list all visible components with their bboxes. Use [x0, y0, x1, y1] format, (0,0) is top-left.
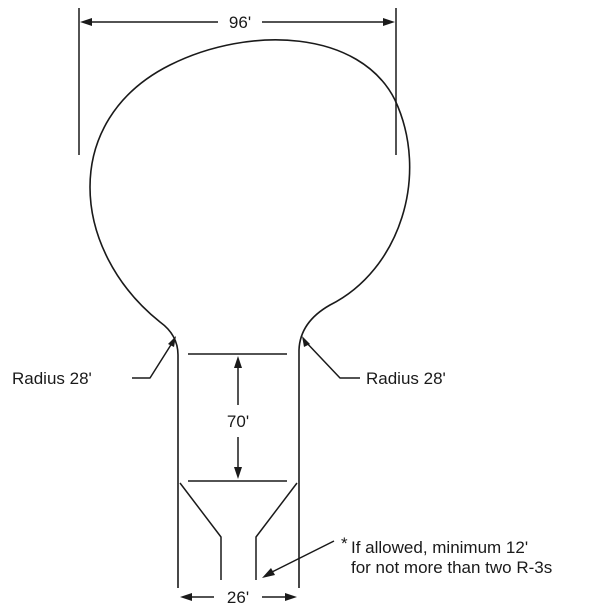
- arrowhead-bottom-right: [285, 593, 297, 601]
- radius-left-label: Radius 28': [12, 369, 92, 388]
- arrowhead-bottom-left: [180, 593, 192, 601]
- dimension-label-96: 96': [229, 13, 251, 32]
- taper-line-right: [255, 482, 298, 580]
- dimension-label-26: 26': [227, 588, 249, 607]
- taper-line-left: [179, 482, 222, 580]
- arrowhead-down: [234, 467, 242, 479]
- arrowhead-up: [234, 356, 242, 368]
- arrowhead-right: [383, 18, 395, 26]
- note-arrowhead: [262, 568, 275, 578]
- cul-de-sac-outline: [89, 39, 411, 588]
- taper-lines: [179, 482, 298, 580]
- dimension-stem-length: 70': [188, 353, 287, 482]
- radius-right-label: Radius 28': [366, 369, 446, 388]
- dimension-top-width: 96': [78, 8, 397, 155]
- radius-left-leader: [132, 339, 175, 379]
- dimension-label-70: 70': [227, 412, 249, 431]
- note-callout: * If allowed, minimum 12' for not more t…: [262, 534, 552, 578]
- note-line-1: If allowed, minimum 12': [351, 538, 528, 557]
- dimension-bottom-width: 26': [180, 588, 297, 607]
- radius-right-arrowhead: [302, 336, 310, 347]
- radius-right-leader: [303, 339, 360, 379]
- note-leader: [267, 540, 335, 575]
- note-line-2: for not more than two R-3s: [351, 558, 552, 577]
- radius-left-arrowhead: [168, 336, 176, 347]
- radius-right-callout: Radius 28': [302, 336, 446, 388]
- arrowhead-left: [80, 18, 92, 26]
- radius-left-callout: Radius 28': [12, 336, 176, 388]
- note-asterisk: *: [341, 534, 348, 553]
